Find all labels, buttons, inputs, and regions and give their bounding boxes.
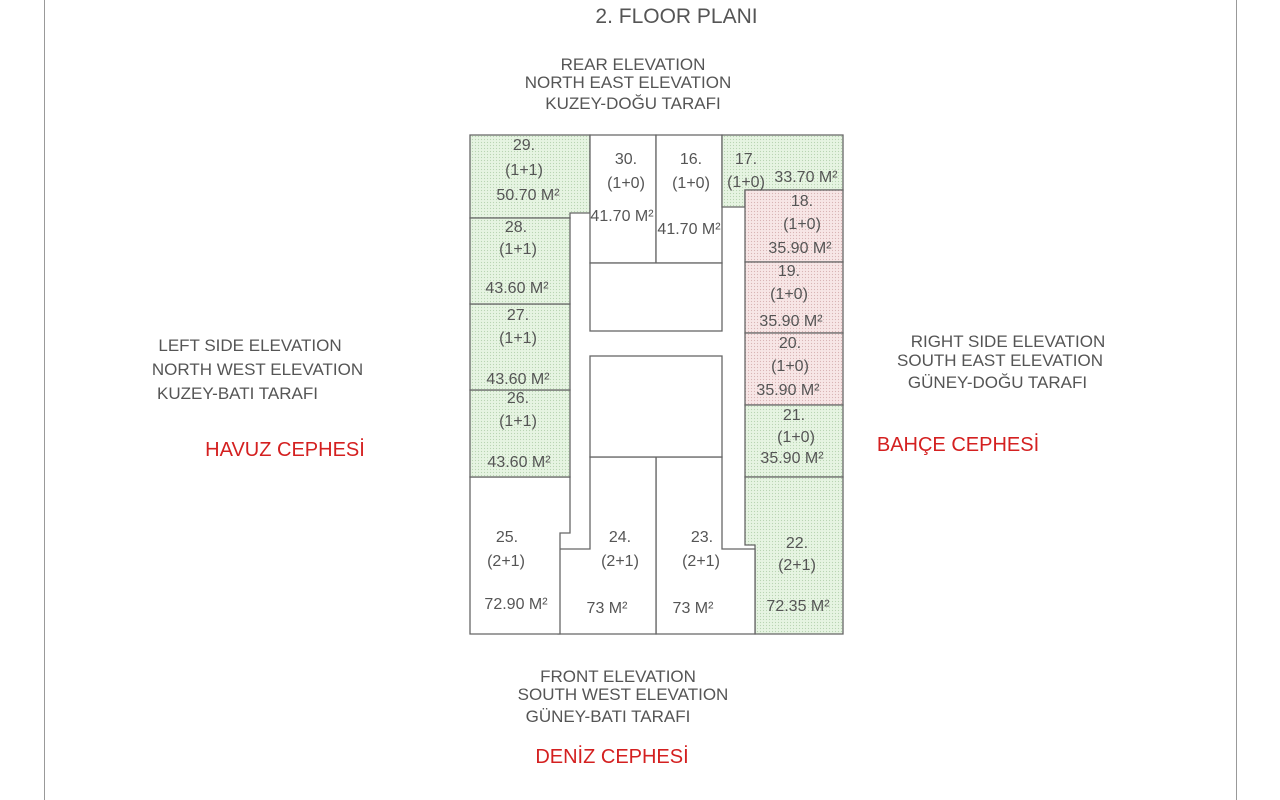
- unit-30-type: (1+0): [607, 175, 645, 192]
- unit-23-area: 73 M²: [673, 600, 715, 617]
- unit-18-type: (1+0): [783, 216, 821, 233]
- unit-28-type: (1+1): [499, 241, 537, 258]
- unit-25-type: (2+1): [487, 553, 525, 570]
- unit-25-number: 25.: [496, 529, 518, 546]
- right-elevation-3: GÜNEY-DOĞU TARAFI: [907, 373, 1088, 392]
- rear-elevation-3: KUZEY-DOĞU TARAFI: [545, 94, 721, 113]
- unit-24-type: (2+1): [601, 553, 639, 570]
- unit-29-number: 29.: [513, 137, 535, 154]
- right-elevation-2: SOUTH EAST ELEVATION: [897, 351, 1103, 370]
- unit-17-type: (1+0): [727, 174, 765, 191]
- unit-16-area: 41.70 M²: [657, 221, 721, 238]
- unit-30-area: 41.70 M²: [590, 208, 654, 225]
- unit-24-number: 24.: [609, 529, 631, 546]
- unit-29-type: (1+1): [505, 162, 543, 179]
- unit-20-number: 20.: [779, 335, 801, 352]
- unit-18-area: 35.90 M²: [768, 240, 832, 257]
- unit-28-area: 43.60 M²: [485, 280, 549, 297]
- page-border-left: [44, 0, 45, 800]
- unit-19-type: (1+0): [770, 286, 808, 303]
- unit-22-number: 22.: [786, 535, 808, 552]
- unit-22-type: (2+1): [778, 557, 816, 574]
- page-title: 2. FLOOR PLANI: [595, 5, 758, 28]
- unit-22-area: 72.35 M²: [766, 598, 830, 615]
- unit-23-type: (2+1): [682, 553, 720, 570]
- unit-16-type: (1+0): [672, 175, 710, 192]
- unit-23-number: 23.: [691, 529, 713, 546]
- unit-25-area: 72.90 M²: [484, 596, 548, 613]
- unit-21-area: 35.90 M²: [760, 450, 824, 467]
- unit-27-number: 27.: [507, 307, 529, 324]
- unit-18-number: 18.: [791, 193, 813, 210]
- left-elevation-2: NORTH WEST ELEVATION: [151, 360, 364, 379]
- unit-19-number: 19.: [778, 263, 800, 280]
- front-elevation-1: FRONT ELEVATION: [540, 667, 696, 686]
- unit-26-type: (1+1): [499, 413, 537, 430]
- front-elevation-2: SOUTH WEST ELEVATION: [517, 685, 729, 704]
- unit-19-area: 35.90 M²: [759, 313, 823, 330]
- unit-16-number: 16.: [680, 151, 702, 168]
- left-elevation-3: KUZEY-BATI TARAFI: [157, 384, 318, 403]
- rear-elevation-1: REAR ELEVATION: [560, 55, 706, 74]
- left-elevation-1: LEFT SIDE ELEVATION: [158, 336, 342, 355]
- rear-elevation-2: NORTH EAST ELEVATION: [524, 73, 732, 92]
- unit-20-type: (1+0): [771, 358, 809, 375]
- deniz-cephesi-label: DENİZ CEPHESİ: [535, 746, 689, 768]
- unit-27-area: 43.60 M²: [486, 371, 550, 388]
- unit-21-number: 21.: [783, 407, 805, 424]
- page-border-right: [1236, 0, 1237, 800]
- havuz-cephesi-label: HAVUZ CEPHESİ: [205, 439, 365, 461]
- unit-17-number: 17.: [735, 151, 757, 168]
- unit-27-type: (1+1): [499, 330, 537, 347]
- unit-24-area: 73 M²: [587, 600, 629, 617]
- front-elevation-3: GÜNEY-BATI TARAFI: [525, 707, 691, 726]
- unit-26-area: 43.60 M²: [487, 454, 551, 471]
- core-block-upper: [589, 262, 723, 332]
- unit-28[interactable]: [469, 217, 571, 305]
- unit-29-area: 50.70 M²: [496, 187, 560, 204]
- unit-17-area: 33.70 M²: [774, 169, 838, 186]
- unit-21-type: (1+0): [777, 429, 815, 446]
- core-block-lower: [589, 355, 723, 458]
- unit-28-number: 28.: [505, 219, 527, 236]
- right-elevation-1: RIGHT SIDE ELEVATION: [910, 332, 1106, 351]
- unit-20-area: 35.90 M²: [756, 382, 820, 399]
- unit-30-number: 30.: [615, 151, 637, 168]
- unit-26-number: 26.: [507, 390, 529, 407]
- bahce-cephesi-label: BAHÇE CEPHESİ: [876, 434, 1040, 456]
